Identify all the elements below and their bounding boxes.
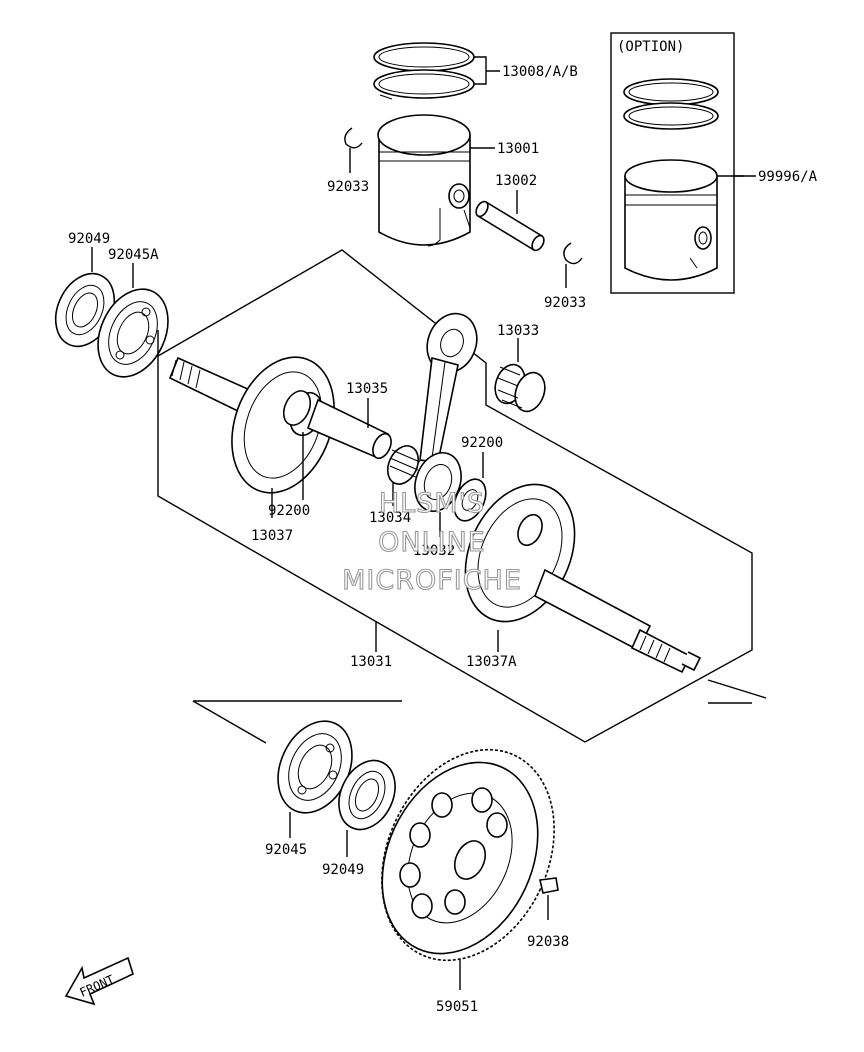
piston <box>377 114 471 247</box>
label-13037A: 13037A <box>466 654 517 670</box>
watermark-line-2: ONLINE <box>378 527 486 558</box>
front-direction-arrow: FRONT <box>64 956 134 1006</box>
thrust-washer-left <box>282 390 312 426</box>
right-crankshaft-half <box>464 483 702 674</box>
label-92049-a: 92049 <box>68 231 110 247</box>
label-13001: 13001 <box>497 141 539 157</box>
label-59051: 59051 <box>436 999 478 1015</box>
label-13002: 13002 <box>495 173 537 189</box>
woodruff-key <box>539 877 559 894</box>
label-92045A: 92045A <box>108 247 159 263</box>
label-92038: 92038 <box>527 934 569 950</box>
label-13034: 13034 <box>369 510 411 526</box>
label-92033-a: 92033 <box>327 179 369 195</box>
label-99996: 99996/A <box>758 169 818 185</box>
oil-seal-lower <box>338 759 396 831</box>
watermark-line-1: HLSM'S <box>379 488 485 519</box>
crankshaft-assembly-outline <box>157 249 753 743</box>
watermark-line-3: MICROFICHE <box>342 565 522 596</box>
circlip-upper <box>344 127 363 149</box>
label-13035: 13035 <box>346 381 388 397</box>
watermark: HLSM'S ONLINE MICROFICHE <box>342 487 522 596</box>
connecting-rod <box>414 312 478 512</box>
label-13008: 13008/A/B <box>502 64 578 80</box>
primary-drive-gear <box>381 748 555 962</box>
option-label: (OPTION) <box>617 39 684 55</box>
option-piston <box>624 159 718 281</box>
small-end-needle-bearing <box>494 363 546 413</box>
label-92200-b: 92200 <box>461 435 503 451</box>
crank-needle-bearing <box>386 445 421 485</box>
label-92049-b: 92049 <box>322 862 364 878</box>
label-92045: 92045 <box>265 842 307 858</box>
label-92200-a: 92200 <box>268 503 310 519</box>
label-13032: 13032 <box>413 543 455 559</box>
option-box: (OPTION) <box>610 32 744 294</box>
label-92033-b: 92033 <box>544 295 586 311</box>
option-piston-rings <box>623 78 719 130</box>
ball-bearing-left <box>97 288 169 378</box>
piston-pin <box>475 200 545 252</box>
label-13033: 13033 <box>497 323 539 339</box>
label-13037: 13037 <box>251 528 293 544</box>
left-crankshaft-half <box>168 356 392 494</box>
label-13031: 13031 <box>350 654 392 670</box>
thrust-washer-right <box>453 478 487 522</box>
piston-rings <box>373 42 475 100</box>
circlip-lower <box>563 242 583 265</box>
